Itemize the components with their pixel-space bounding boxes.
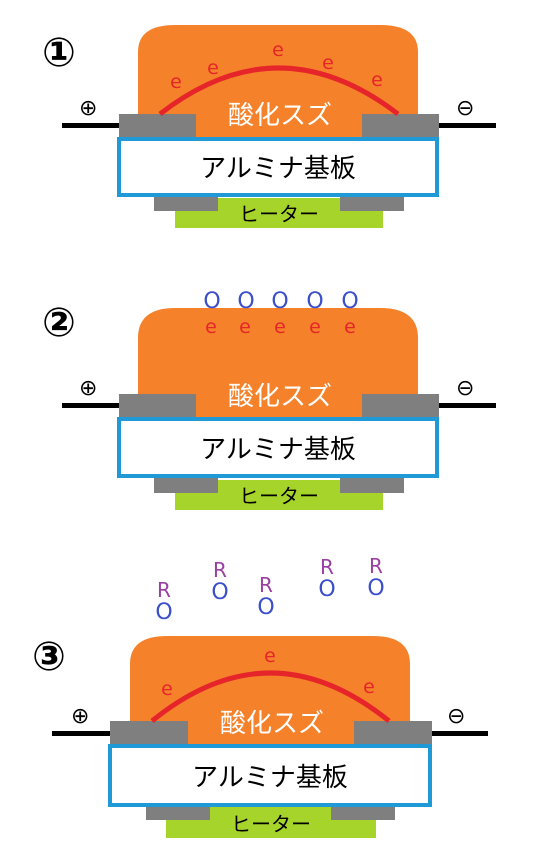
electron: e [363, 676, 375, 698]
electrode-left [119, 394, 196, 420]
alumina-substrate [117, 417, 439, 478]
electron: e [264, 645, 276, 667]
electron: e [274, 316, 286, 338]
tin-oxide-label: 酸化スズ [228, 382, 332, 412]
heater-contact-right [331, 804, 395, 820]
heater-label: ヒーター [239, 484, 319, 508]
plus-terminal: ⊕ [71, 704, 89, 729]
electron: e [161, 678, 173, 700]
heater-label: ヒーター [239, 202, 319, 226]
electron: e [309, 316, 321, 338]
electron: e [239, 316, 251, 338]
electron: e [322, 52, 334, 74]
reducing-gas-o: O [257, 595, 274, 620]
tin-oxide-label: 酸化スズ [228, 101, 332, 131]
reducing-gas-o: O [367, 576, 384, 601]
panel-2: ② ⊕ ⊖ ヒーター 酸化スズ アルミナ基板 O O O O O e e e e… [42, 289, 496, 510]
heater-contact-right [340, 195, 404, 211]
panel-3: ③ R O R O R O R O R O ⊕ ⊖ ヒーター 酸化スズ アルミナ… [32, 554, 488, 838]
reducing-gas-o: O [155, 600, 172, 625]
heater-contact-left [154, 477, 218, 493]
electron: e [207, 57, 219, 79]
electron-current-path [158, 65, 400, 116]
lead-wire-left [62, 403, 120, 408]
minus-terminal: ⊖ [456, 96, 474, 121]
adsorbed-oxygen: O [203, 289, 220, 314]
electron: e [272, 39, 284, 61]
electrode-right [354, 721, 432, 748]
lead-wire-right [438, 403, 496, 408]
lead-wire-right [438, 123, 496, 128]
heater-contact-left [154, 195, 218, 211]
electron: e [170, 71, 182, 93]
heater-label: ヒーター [231, 812, 311, 836]
electron: e [344, 316, 356, 338]
reducing-gas-r: R [213, 558, 227, 582]
plus-terminal: ⊕ [79, 376, 97, 401]
alumina-substrate-label: アルミナ基板 [200, 154, 356, 184]
adsorbed-oxygen: O [237, 289, 254, 314]
electron: e [205, 316, 217, 338]
minus-terminal: ⊖ [447, 704, 465, 729]
reducing-gas-o: O [211, 580, 228, 605]
panel-number: ① [42, 30, 76, 76]
electrode-right [362, 114, 439, 140]
reducing-gas-r: R [320, 555, 334, 579]
adsorbed-oxygen: O [341, 289, 358, 314]
electron: e [371, 69, 383, 91]
alumina-substrate [117, 137, 439, 197]
alumina-substrate-label: アルミナ基板 [192, 763, 348, 793]
electrode-right [362, 394, 439, 420]
minus-terminal: ⊖ [456, 376, 474, 401]
reducing-gas-r: R [157, 578, 171, 602]
alumina-substrate [108, 744, 432, 807]
electrode-left [119, 114, 196, 140]
lead-wire-left [62, 123, 120, 128]
heater-contact-right [340, 477, 404, 493]
tin-oxide-layer [138, 308, 418, 418]
heater-contact-left [146, 804, 210, 820]
lead-wire-left [52, 731, 110, 736]
lead-wire-right [430, 731, 488, 736]
panel-1: ① ⊕ ⊖ ヒーター 酸化スズ アルミナ基板 e e e e e [42, 25, 496, 228]
tin-oxide-layer [138, 25, 418, 137]
alumina-substrate-label: アルミナ基板 [200, 435, 356, 465]
panel-number: ② [42, 300, 76, 346]
tin-oxide-label: 酸化スズ [220, 709, 324, 739]
reducing-gas-r: R [259, 573, 273, 597]
adsorbed-oxygen: O [271, 289, 288, 314]
panel-number: ③ [32, 634, 66, 680]
electrode-left [110, 721, 188, 748]
electron-current-path [150, 670, 391, 723]
reducing-gas-r: R [369, 554, 383, 578]
adsorbed-oxygen: O [306, 289, 323, 314]
tin-oxide-layer [130, 636, 410, 745]
plus-terminal: ⊕ [79, 96, 97, 121]
reducing-gas-o: O [318, 577, 335, 602]
